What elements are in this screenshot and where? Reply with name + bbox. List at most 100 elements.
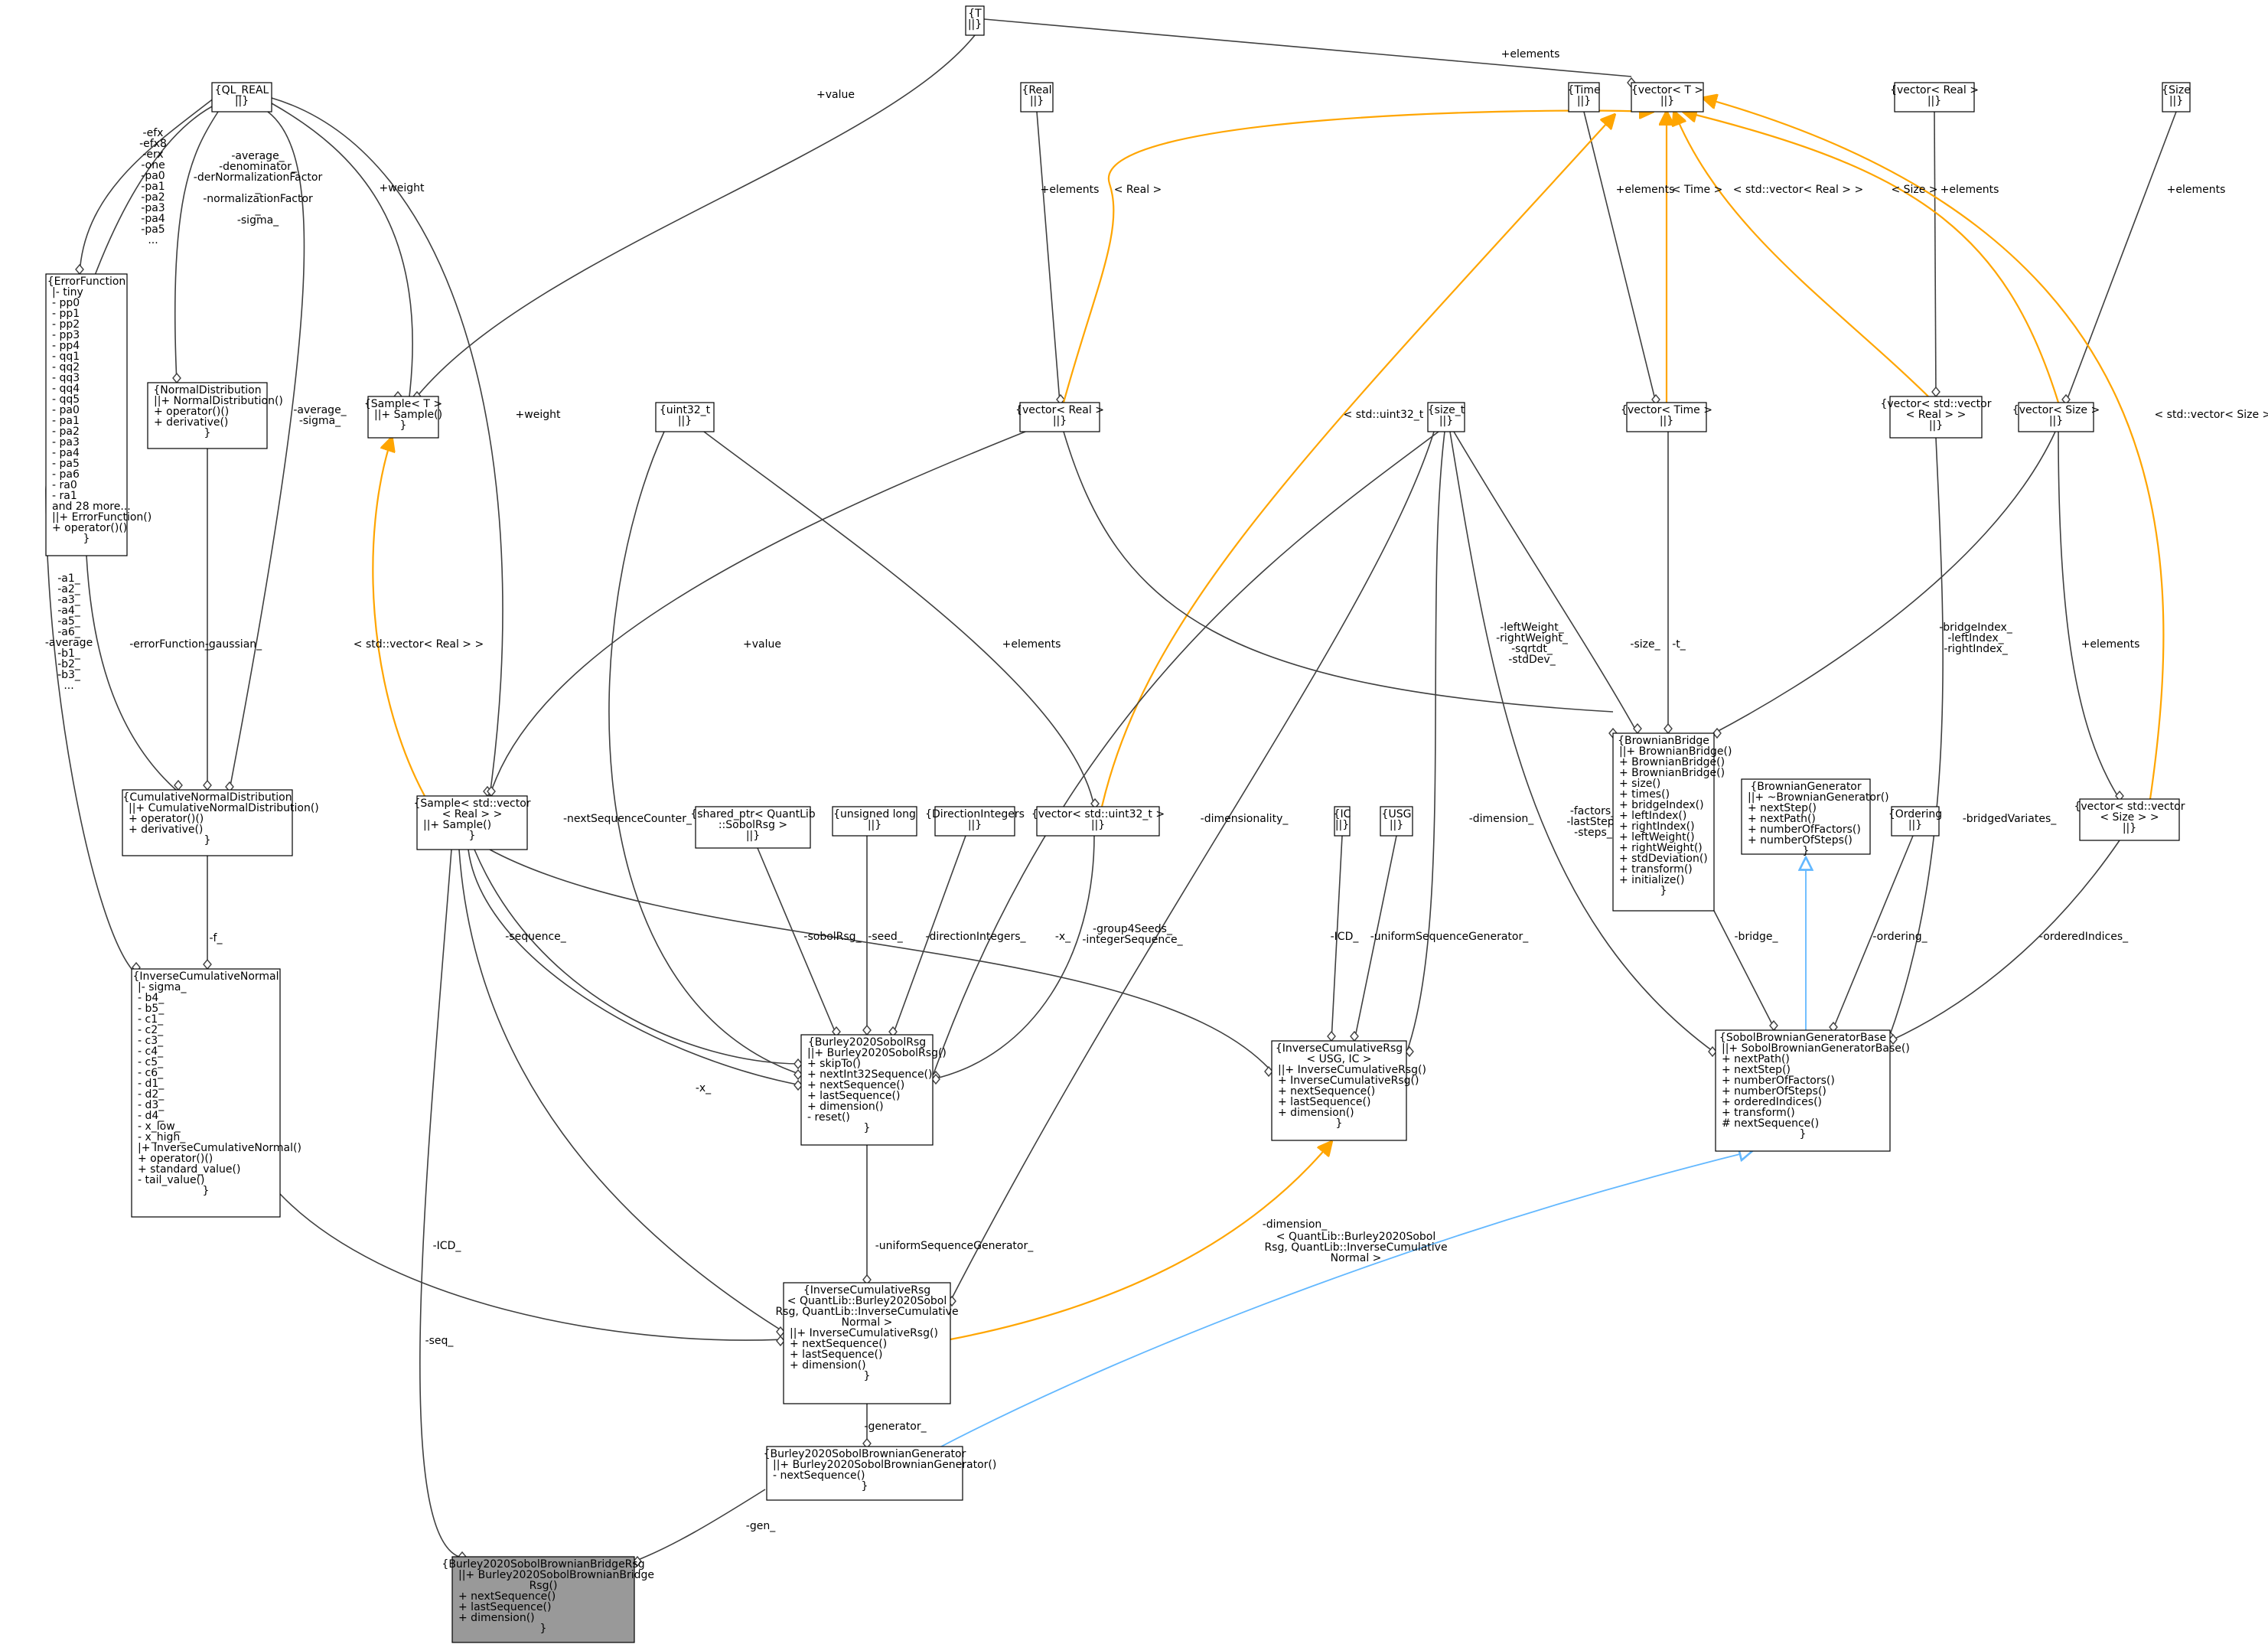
class-node-label: {Burley2020SobolRsg||+ Burley2020SobolRs…	[807, 1036, 947, 1134]
class-node-USG[interactable]: {USG||}	[1380, 806, 1413, 837]
edge-label-line: -factors_	[1570, 805, 1617, 817]
class-node-vectorVectorReal[interactable]: {vector< std::vector< Real > >||}	[1880, 396, 1992, 439]
class-node-ulong[interactable]: {unsigned long||}	[832, 806, 917, 837]
class-node-Real[interactable]: {Real||}	[1020, 82, 1054, 113]
edge-label-weight_q: +weight	[380, 182, 425, 194]
class-node-uint32[interactable]: {uint32_t||}	[655, 402, 715, 432]
edge-label-line: Normal >	[1331, 1252, 1382, 1264]
class-node-CumNormal[interactable]: {CumulativeNormalDistribution||+ Cumulat…	[122, 789, 319, 856]
class-node-line: ||+ NormalDistribution()	[154, 395, 283, 407]
class-node-line: + nextSequence()	[458, 1590, 556, 1603]
class-node-line: + dimension()	[458, 1612, 535, 1624]
class-node-line: ||}	[235, 95, 249, 107]
class-node-vectorSize[interactable]: {vector< Size >||}	[2012, 402, 2100, 432]
class-node-line: {IC	[1334, 808, 1351, 820]
class-node-Ordering[interactable]: {Ordering||}	[1888, 806, 1942, 837]
class-node-BrownianGenerator[interactable]: {BrownianGenerator||+ ~BrownianGenerator…	[1741, 778, 1889, 857]
aggregation-diamond	[1708, 1045, 1717, 1058]
class-node-line: - pp3	[52, 329, 80, 341]
class-node-line: {Time	[1567, 84, 1600, 96]
class-node-label: {uint32_t||}	[660, 404, 711, 427]
class-node-line: ||}	[1335, 819, 1349, 831]
class-node-line: ||+ Sample()	[423, 819, 491, 831]
class-node-line: - pa6	[52, 468, 80, 481]
class-node-InvCumRsgT[interactable]: {InverseCumulativeRsg< USG, IC >||+ Inve…	[1271, 1040, 1426, 1141]
edge-label-gaussian: -gaussian_	[205, 638, 262, 651]
class-node-line: - c4_	[138, 1045, 164, 1058]
class-node-label: {unsigned long||}	[833, 808, 916, 831]
class-node-SobolBGBase[interactable]: {SobolBrownianGeneratorBase||+ SobolBrow…	[1715, 1029, 1910, 1152]
class-node-line: {Sample< std::vector	[413, 798, 530, 810]
class-node-NormalDistribution[interactable]: {NormalDistribution||+ NormalDistributio…	[147, 382, 283, 449]
edge-label-line: -f_	[210, 932, 223, 944]
class-node-vectorUint32[interactable]: {vector< std::uint32_t >||}	[1031, 806, 1165, 837]
edge-label-lt_uint32: < std::uint32_t >	[1344, 409, 1436, 421]
class-node-sharedPtr[interactable]: {shared_ptr< QuantLib::SobolRsg >||}	[690, 806, 816, 849]
edge-label-line: -pa5	[141, 223, 165, 236]
class-node-QL_REAL[interactable]: {QL_REAL||}	[211, 82, 272, 113]
class-node-SampleT[interactable]: {Sample< T >||+ Sample()}	[364, 396, 442, 439]
class-node-vectorTime[interactable]: {vector< Time >||}	[1621, 402, 1712, 432]
class-node-line: + numberOfSteps()	[1722, 1085, 1826, 1098]
edge-label-line: -seq_	[425, 1335, 455, 1347]
edge-54	[940, 1151, 1752, 1447]
class-node-Size[interactable]: {Size||}	[2162, 82, 2191, 113]
class-node-Burley2020SobolRsg[interactable]: {Burley2020SobolRsg||+ Burley2020SobolRs…	[800, 1034, 947, 1146]
class-node-T[interactable]: {T||}	[965, 5, 985, 36]
aggregation-diamond	[1664, 723, 1673, 735]
class-node-vectorReal[interactable]: {vector< Real >||}	[1015, 402, 1104, 432]
class-node-box	[655, 402, 715, 432]
class-node-label: {Burley2020SobolBrownianGenerator||+ Bur…	[764, 1448, 997, 1492]
class-node-Focus[interactable]: {Burley2020SobolBrownianBridgeRsg||+ Bur…	[442, 1556, 654, 1643]
aggregation-diamond	[1264, 1065, 1273, 1078]
class-node-line: + operator()()	[154, 406, 229, 418]
class-node-line: {Sample< T >	[364, 398, 442, 410]
edge-label-lt_size: < Size >	[1891, 184, 1937, 196]
class-node-vectorT[interactable]: {vector< T >||}	[1631, 82, 1704, 113]
class-node-box	[1427, 402, 1465, 432]
edge-label-line: -sequence_	[505, 931, 567, 943]
class-node-InvCumNormal[interactable]: {InverseCumulativeNormal|- sigma_- b4_- …	[131, 968, 301, 1218]
class-node-BrownianBridge[interactable]: {BrownianBridge||+ BrownianBridge()+ Bro…	[1612, 732, 1732, 912]
class-node-InvCumRsgInst[interactable]: {InverseCumulativeRsg< QuantLib::Burley2…	[775, 1282, 959, 1404]
edge-label-layer: +elements+value+weight+weight-average_-d…	[45, 48, 2268, 1532]
class-node-line: + size()	[1619, 778, 1660, 790]
edge-16	[1934, 111, 1937, 397]
edge-label-line: -seed_	[868, 931, 903, 943]
edge-label-elements_T: +elements	[1501, 48, 1560, 60]
class-node-line: ||}	[1439, 415, 1453, 427]
class-node-line: + operator()()	[52, 522, 127, 534]
class-node-line: ||}	[968, 18, 982, 31]
class-node-label: {Sample< T >||+ Sample()}	[364, 398, 442, 432]
edge-label-line: -gen_	[746, 1520, 776, 1532]
class-node-size_t[interactable]: {size_t||}	[1427, 402, 1465, 432]
class-node-line: - qq4	[52, 383, 80, 395]
class-node-Burley2020SBG[interactable]: {Burley2020SobolBrownianGenerator||+ Bur…	[764, 1446, 997, 1501]
aggregation-diamond	[793, 1068, 803, 1081]
class-node-line: {size_t	[1428, 404, 1465, 416]
edge-label-line: -bridgeIndex_	[1939, 621, 2013, 634]
class-node-IC[interactable]: {IC||}	[1334, 806, 1351, 837]
edge-label-line: < std::vector< Real > >	[354, 638, 484, 651]
class-node-box	[1019, 402, 1100, 432]
class-node-line: {DirectionIntegers	[925, 808, 1025, 820]
class-node-Time[interactable]: {Time||}	[1567, 82, 1601, 113]
class-node-ErrorFunction[interactable]: {ErrorFunction|- tiny- pp0- pp1- pp2- pp…	[45, 273, 152, 556]
class-node-line: {vector< Size >	[2012, 404, 2100, 416]
edge-label-line: -average_	[293, 404, 347, 416]
class-node-vectorRealTop[interactable]: {vector< Real >||}	[1890, 82, 1979, 113]
class-node-DirInt[interactable]: {DirectionIntegers||}	[925, 806, 1025, 837]
class-node-line: ||+ Burley2020SobolRsg()	[807, 1047, 947, 1059]
class-node-line: - pp4	[52, 340, 80, 352]
class-node-vectorVectorSize[interactable]: {vector< std::vector< Size > >||}	[2074, 798, 2185, 841]
edge-label-line: -leftIndex_	[1947, 632, 2004, 644]
class-node-line: {ErrorFunction	[47, 276, 126, 288]
class-node-line: }	[540, 1623, 547, 1635]
class-node-line: - pa2	[52, 426, 80, 438]
aggregation-diamond	[1350, 1030, 1359, 1042]
class-node-SampleVec[interactable]: {Sample< std::vector< Real > >||+ Sample…	[413, 795, 531, 850]
edge-52	[950, 1142, 1331, 1341]
class-node-line: ::SobolRsg >	[719, 819, 787, 831]
class-node-line: {vector< Real >	[1890, 84, 1979, 96]
